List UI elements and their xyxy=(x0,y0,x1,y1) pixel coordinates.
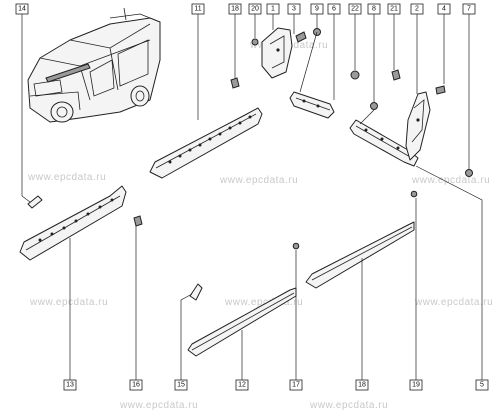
callout-18[interactable]: 18 xyxy=(228,3,242,15)
callout-13[interactable]: 13 xyxy=(63,379,77,391)
watermark: www.epcdata.ru xyxy=(219,175,298,186)
svg-text:15: 15 xyxy=(177,382,185,389)
svg-text:13: 13 xyxy=(66,382,74,389)
svg-text:1: 1 xyxy=(271,6,275,13)
callout-12[interactable]: 12 xyxy=(235,379,249,391)
callout-4[interactable]: 4 xyxy=(437,3,451,15)
callout-1[interactable]: 1 xyxy=(266,3,280,15)
callout-21[interactable]: 21 xyxy=(387,3,401,15)
callout-7[interactable]: 7 xyxy=(462,3,476,15)
callout-16[interactable]: 16 xyxy=(129,379,143,391)
part-11-front-door-moulding xyxy=(149,107,263,179)
svg-text:8: 8 xyxy=(372,6,376,13)
svg-text:21: 21 xyxy=(390,6,398,13)
svg-text:20: 20 xyxy=(251,6,259,13)
svg-text:17: 17 xyxy=(292,382,300,389)
svg-text:16: 16 xyxy=(132,382,140,389)
leader-lines xyxy=(21,14,483,380)
part-18-rear-sill-strip xyxy=(305,221,415,289)
fasteners xyxy=(27,28,473,301)
callout-8[interactable]: 8 xyxy=(367,3,381,15)
watermark: www.epcdata.ru xyxy=(411,175,490,186)
part-13-rear-moulding xyxy=(19,185,127,261)
svg-text:18: 18 xyxy=(358,382,366,389)
callout-18-bottom[interactable]: 18 xyxy=(355,379,369,391)
callout-5[interactable]: 5 xyxy=(475,379,489,391)
vehicle-illustration xyxy=(27,7,161,123)
callout-20[interactable]: 20 xyxy=(248,3,262,15)
callout-11[interactable]: 11 xyxy=(191,3,205,15)
callout-19[interactable]: 19 xyxy=(409,379,423,391)
watermark: www.epcdata.ru xyxy=(414,297,493,308)
part-2-bracket xyxy=(405,91,431,161)
part-5-lower-moulding xyxy=(349,119,419,167)
svg-text:4: 4 xyxy=(442,6,446,13)
callout-17[interactable]: 17 xyxy=(289,379,303,391)
svg-text:3: 3 xyxy=(292,6,296,13)
watermark: www.epcdata.ru xyxy=(309,400,388,410)
callout-22[interactable]: 22 xyxy=(348,3,362,15)
callout-14[interactable]: 14 xyxy=(15,3,29,15)
callout-6[interactable]: 6 xyxy=(327,3,341,15)
callouts: 14 11 18 20 1 3 9 6 22 8 21 2 4 7 13 16 … xyxy=(15,3,489,391)
part-1-bracket xyxy=(261,27,293,79)
part-6-small-moulding xyxy=(289,91,335,119)
svg-text:22: 22 xyxy=(351,6,359,13)
svg-text:12: 12 xyxy=(238,382,246,389)
watermark: www.epcdata.ru xyxy=(27,172,106,183)
svg-text:11: 11 xyxy=(194,6,201,13)
callout-3[interactable]: 3 xyxy=(287,3,301,15)
svg-text:14: 14 xyxy=(18,6,26,13)
svg-text:7: 7 xyxy=(467,6,471,13)
watermark: www.epcdata.ru xyxy=(29,297,108,308)
watermark: www.epcdata.ru xyxy=(224,297,303,308)
svg-text:2: 2 xyxy=(415,6,419,13)
callout-15[interactable]: 15 xyxy=(174,379,188,391)
svg-text:9: 9 xyxy=(315,6,319,13)
svg-text:5: 5 xyxy=(480,382,484,389)
svg-text:6: 6 xyxy=(332,6,336,13)
callout-2[interactable]: 2 xyxy=(410,3,424,15)
watermark: www.epcdata.ru xyxy=(119,400,198,410)
callout-9[interactable]: 9 xyxy=(310,3,324,15)
svg-text:19: 19 xyxy=(412,382,420,389)
svg-text:18: 18 xyxy=(231,6,239,13)
